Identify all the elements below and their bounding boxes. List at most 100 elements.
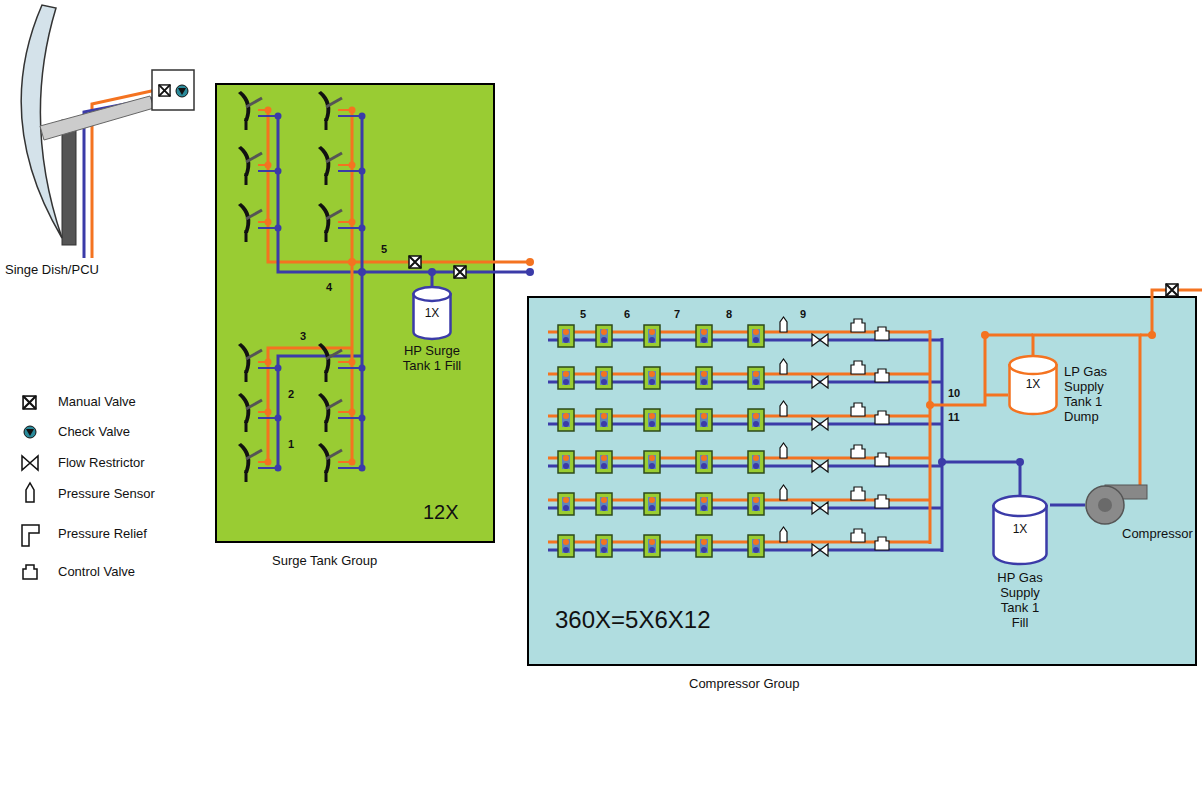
node-text: HP Surge Tank 1 Fill: [397, 344, 467, 374]
pipe-joint: [753, 497, 759, 503]
dish-unit-core: [700, 539, 708, 553]
pipe-joint: [349, 359, 356, 366]
node-text-slot: 1X: [992, 523, 1048, 537]
pipe-joint: [275, 113, 282, 120]
node-text: LP Gas Supply Tank 1 Dump: [1064, 365, 1118, 425]
dish-unit-core: [752, 329, 760, 343]
control-valve: [875, 369, 889, 382]
tank-top: [994, 496, 1047, 516]
dish-unit-core: [648, 497, 656, 511]
dish-unit-core: [562, 539, 570, 553]
dish-unit-core: [648, 329, 656, 343]
pipe-joint: [275, 168, 282, 175]
legend-label-slot: Pressure Sensor: [58, 487, 155, 502]
node-text: 1X: [1008, 378, 1058, 392]
dish-unit: [596, 451, 612, 473]
legend-label-slot: Flow Restrictor: [58, 456, 145, 471]
control-valve: [875, 453, 889, 466]
pipe-joint: [649, 337, 655, 343]
dish-unit: [748, 451, 764, 473]
legend-label-slot: Manual Valve: [58, 395, 136, 410]
control-valve: [875, 327, 889, 340]
callout-number-slot: 4: [326, 281, 332, 294]
dish-unit: [558, 451, 574, 473]
pressure-sensor: [780, 317, 787, 332]
dish-unit-core: [648, 455, 656, 469]
pipe-joint: [601, 329, 607, 335]
pipe-joint: [265, 219, 272, 226]
pipe: [338, 170, 362, 172]
dish-unit-core: [562, 413, 570, 427]
pipe-joint: [753, 329, 759, 335]
pipe-joint: [275, 225, 282, 232]
dish-unit-core: [600, 455, 608, 469]
callout-number: 11: [948, 411, 960, 424]
callout-number-slot: 9: [800, 308, 806, 321]
group-panel: Compressor Group360X=5X6X121XLP Gas Supp…: [527, 296, 1197, 666]
node-text-slot: 1X: [1008, 378, 1058, 392]
node-text: 1X: [992, 523, 1048, 537]
compressor-array: [548, 317, 942, 557]
dish-unit: [596, 367, 612, 389]
pipe: [338, 417, 362, 419]
control-valve: [875, 537, 889, 550]
callout-number: 9: [800, 308, 806, 321]
pipe-joint: [563, 539, 569, 545]
pipe-joint: [275, 365, 282, 372]
dish-unit-core: [600, 371, 608, 385]
dish-unit: [748, 367, 764, 389]
control-valve: [851, 319, 865, 332]
callout-number: 2: [288, 388, 294, 401]
pipe-joint: [753, 379, 759, 385]
dish-unit-core: [700, 413, 708, 427]
pipe-joint: [563, 463, 569, 469]
group-caption-slot: Compressor Group: [689, 677, 800, 692]
callout-number-slot: 6: [624, 308, 630, 321]
compressor-symbol: [1085, 485, 1149, 527]
dish-unit: [558, 493, 574, 515]
pipe-joint: [649, 329, 655, 335]
flow-restrictor: [812, 376, 828, 388]
dish-unit: [644, 325, 660, 347]
pipe-connector: [1050, 504, 1085, 507]
node-text: 12X: [423, 501, 459, 524]
node-text: Compressor: [1122, 527, 1193, 542]
pipe-joint: [753, 539, 759, 545]
dish-unit: [644, 367, 660, 389]
pressure-sensor: [780, 401, 787, 416]
pipe-joint: [701, 547, 707, 553]
dish-unit: [596, 493, 612, 515]
pipe-joint: [649, 463, 655, 469]
compressor-hub: [1098, 498, 1112, 512]
pipe-joint: [753, 463, 759, 469]
dish-unit: [696, 451, 712, 473]
node-text: HP Gas Supply Tank 1 Fill: [992, 571, 1048, 631]
control-valve: [851, 529, 865, 542]
pipe-joint: [701, 505, 707, 511]
callout-number-slot: 7: [674, 308, 680, 321]
gas-tank: 1X LP Gas Supply Tank 1 Dump: [1008, 355, 1120, 427]
control-valve: [851, 403, 865, 416]
dish-unit-core: [752, 371, 760, 385]
pipe: [338, 367, 362, 369]
control-valve: [875, 495, 889, 508]
dish-unit-core: [600, 497, 608, 511]
pipe-joint: [601, 379, 607, 385]
pipe-joint: [753, 421, 759, 427]
pipe-joint: [563, 455, 569, 461]
control-valve: [851, 445, 865, 458]
legend-label: Manual Valve: [58, 395, 136, 410]
pipe-joint: [601, 413, 607, 419]
dish-unit: [558, 409, 574, 431]
pipe-joint: [649, 379, 655, 385]
control-valve: [851, 361, 865, 374]
dish-unit-core: [600, 329, 608, 343]
dish-unit-core: [600, 539, 608, 553]
legend-label: Check Valve: [58, 425, 130, 440]
tank-top: [1010, 356, 1057, 374]
pipe-joint: [563, 371, 569, 377]
pipe-joint: [601, 421, 607, 427]
pipe-joint: [601, 455, 607, 461]
pipe-joint: [359, 465, 366, 472]
